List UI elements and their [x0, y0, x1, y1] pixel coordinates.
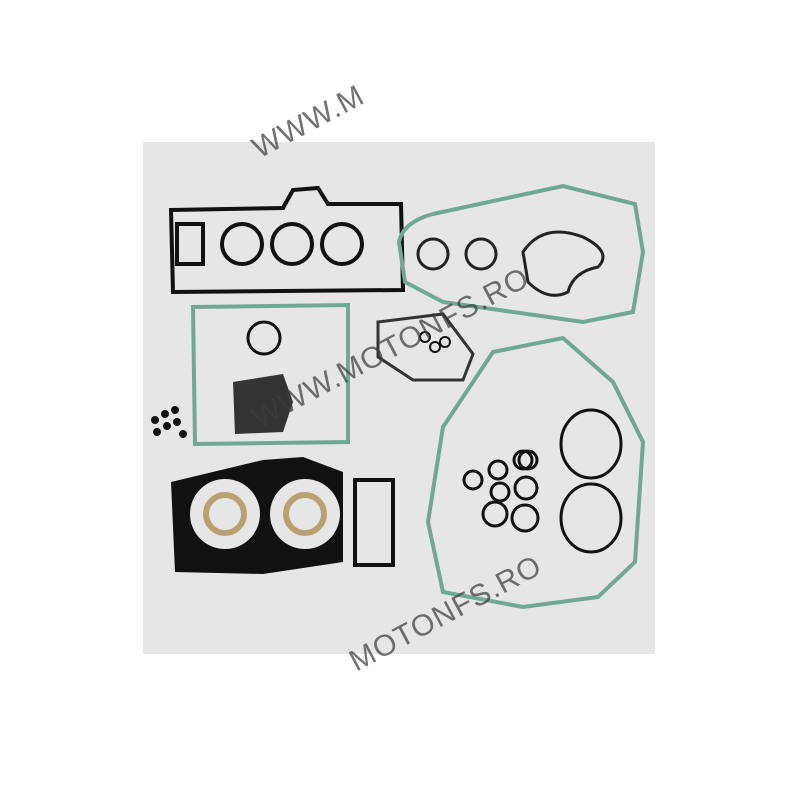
cylinder-base-gasket	[168, 185, 406, 295]
valve-stem-seals	[151, 406, 187, 438]
clutch-cover-gasket	[396, 183, 646, 325]
water-pump-gasket	[376, 312, 475, 382]
gasket-kit-illustration	[151, 183, 646, 610]
cylinder-head-gasket	[171, 457, 395, 574]
product-photo: WWW.M WWW.MOTONFS.RO	[143, 79, 655, 654]
oil-pan-gasket	[190, 302, 350, 447]
crankcase-cover-gasket	[425, 335, 646, 610]
